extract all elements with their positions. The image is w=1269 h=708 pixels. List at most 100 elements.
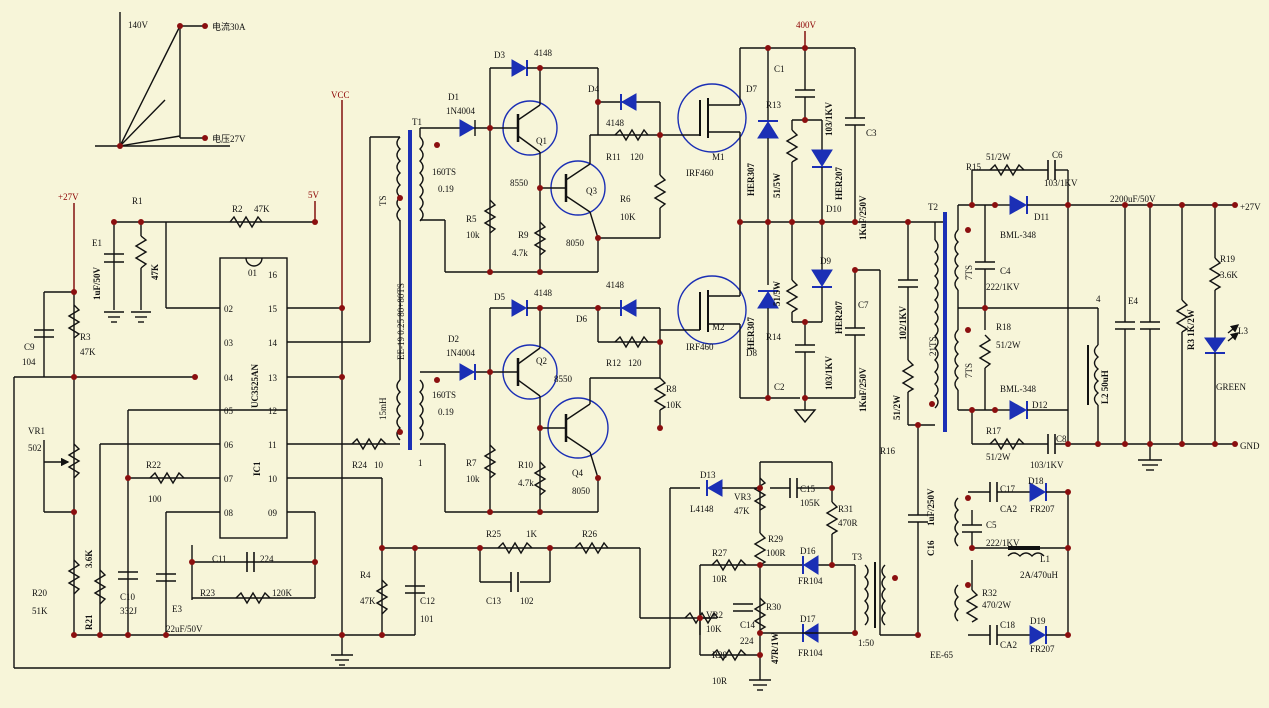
e3-label: E3 [172,604,182,614]
r15-label: R15 [966,162,982,172]
r8-value: 10K [666,400,682,410]
r8-label: R8 [666,384,677,394]
vr2-value: 10K [706,624,722,634]
q3-label: Q3 [586,186,597,196]
q1-label: Q1 [536,136,547,146]
node-four-label: 4 [1096,294,1101,304]
t3-ratio: 1:50 [858,638,875,648]
d19-value: FR207 [1030,644,1055,654]
r19-label: R19 [1220,254,1236,264]
d16-label: D16 [800,546,816,556]
ic-pin-13: 13 [268,373,278,383]
r3-label: R3 [80,332,91,342]
r28-value: 10R [712,676,727,686]
r9-value: 4.7k [512,248,528,258]
d1-value: 1N4004 [446,106,475,116]
r12-label: R12 [606,358,621,368]
r27-value: 10R [712,574,727,584]
r13-value: 51/5W [772,173,782,198]
d8-value: HER307 [746,316,756,350]
ic-pin-5: 05 [224,406,234,416]
c15-value: 105K [800,498,821,508]
q3-value: 8050 [566,238,585,248]
m1-label: M1 [712,152,725,162]
r1-label: R1 [132,196,143,206]
d12-label: D12 [1032,400,1048,410]
c16-label: C16 [926,540,936,556]
r24-value: 10 [374,460,384,470]
r5-label: R5 [466,214,477,224]
ic-part-number: UC3525AN [250,364,260,408]
c-102-1kv-label: 102/1KV [898,305,908,340]
ee65-label: EE-65 [930,650,953,660]
r29-label: R29 [768,534,784,544]
d16-value: FR104 [798,576,823,586]
r4-value: 47K [360,596,376,606]
d9-label: D9 [820,256,831,266]
out27-label: +27V [1240,202,1261,212]
l1-label: L1 [1040,554,1050,564]
l3-label: L3 [1238,326,1248,336]
d2-label: D2 [448,334,459,344]
r11-value: 120 [630,152,644,162]
r7-value: 10k [466,474,480,484]
e4-label: E4 [1128,296,1138,306]
r32-value: 470/2W [982,600,1012,610]
r20-value: 51K [32,606,48,616]
junction-dots [71,45,1238,658]
r9-label: R9 [518,230,529,240]
snubber-network [740,47,945,635]
r17-label: R17 [986,426,1002,436]
r23-label: R23 [200,588,216,598]
t2-primary-turns: 21TS [928,336,938,356]
t1-primary2-turns: 160TS [432,390,456,400]
characteristic-graph: 140V 电流30A 电压27V [95,12,246,149]
ic-pin-12: 12 [268,406,277,416]
ic-ref: IC1 [252,461,262,476]
p27-label: +27V [58,192,79,202]
c2-value: 103/1KV [824,355,834,390]
left-wiring [13,136,700,669]
r20-label: R20 [32,588,48,598]
vr2-label: VR2 [706,610,723,620]
r31-value: 470R [838,518,858,528]
c8-value: 103/1KV [1030,460,1064,470]
c11-label: C11 [212,554,227,564]
c8-label: C8 [1056,434,1067,444]
c4-value: 222/1KV [986,282,1020,292]
r13-label: R13 [766,100,782,110]
c9-label: C9 [24,342,35,352]
ground-symbol-2 [131,311,151,323]
c13-label: C13 [486,596,502,606]
r17-value: 51/2W [986,452,1011,462]
t1-primary2-wire: 0.19 [438,407,454,417]
c14-value: 224 [740,636,754,646]
d5-value: 4148 [534,288,553,298]
c1-value: 103/1KV [824,101,834,136]
d4-label: D4 [588,84,599,94]
ic-pin-7: 07 [224,474,234,484]
r18-value: 51/2W [996,340,1021,350]
output-cap-value: 2200uF/50V [1110,194,1156,204]
c9-value: 104 [22,357,36,367]
component-labels: 01 02 03 04 05 06 07 08 16 15 14 13 12 1… [22,48,1248,686]
v400-label: 400V [796,20,817,30]
t2-label: T2 [928,202,938,212]
l2-label: L2 50uH [1100,370,1110,404]
ic-pin-9: 09 [268,508,278,518]
ic-pin-16: 16 [268,270,278,280]
r3b-label: R3 1K/2W [1186,309,1196,350]
d13-label: D13 [700,470,716,480]
d6-label: D6 [576,314,587,324]
c6-value: 103/1KV [1044,178,1078,188]
graph-140v-label: 140V [128,20,149,30]
d11-value: BML-348 [1000,230,1037,240]
d3-label: D3 [494,50,505,60]
d8-label: D8 [746,348,757,358]
q4-value: 8050 [572,486,591,496]
c5-value: 222/1KV [986,538,1020,548]
c17-value: CA2 [1000,504,1017,514]
feedback-section [684,461,898,691]
d17-label: D17 [800,614,816,624]
l1-value: 2A/470uH [1020,570,1059,580]
